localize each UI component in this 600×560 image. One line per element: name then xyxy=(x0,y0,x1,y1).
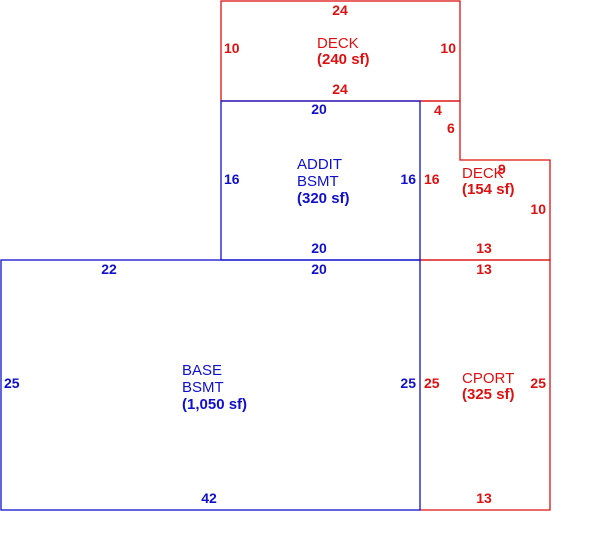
base-dim-left: 25 xyxy=(4,375,20,391)
cport-dim-right: 25 xyxy=(530,375,546,391)
deck-right-area: (154 sf) xyxy=(462,181,515,198)
deck-top-dim-right: 10 xyxy=(440,40,456,56)
addit-label-line1: ADDIT xyxy=(297,156,342,173)
deck-right-dim-step-top: 4 xyxy=(434,102,442,118)
base-dim-bottom: 42 xyxy=(201,490,217,506)
addit-dim-top: 20 xyxy=(311,101,327,117)
cport-area: (325 sf) xyxy=(462,386,515,403)
deck-top-dim-left: 10 xyxy=(224,40,240,56)
base-dim-top-mid: 20 xyxy=(311,261,327,277)
deck-right-dim-top: 9 xyxy=(498,161,506,177)
deck-right-dim-step-side: 6 xyxy=(447,120,455,136)
addit-dim-bottom: 20 xyxy=(311,240,327,256)
deck-right-dim-right: 10 xyxy=(530,201,546,217)
deck-top-dim-bottom: 24 xyxy=(332,81,348,97)
deck-top-dim-top: 24 xyxy=(332,2,348,18)
deck-right-dim-left: 16 xyxy=(424,171,440,187)
deck-right-dim-bottom: 13 xyxy=(476,240,492,256)
cport-dim-left: 25 xyxy=(424,375,440,391)
base-dim-right: 25 xyxy=(400,375,416,391)
base-dim-top-left: 22 xyxy=(101,261,117,277)
cport-dim-top: 13 xyxy=(476,261,492,277)
deck-right-label: DECK xyxy=(462,165,504,182)
addit-dim-right: 16 xyxy=(400,171,416,187)
deck-top-area: (240 sf) xyxy=(317,51,370,68)
base-bsmt-outline xyxy=(0,259,421,511)
cport-outline xyxy=(420,259,551,511)
base-area: (1,050 sf) xyxy=(182,396,247,413)
base-label-line1: BASE xyxy=(182,362,222,379)
cport-dim-bottom: 13 xyxy=(476,490,492,506)
cport-label: CPORT xyxy=(462,370,514,387)
addit-dim-left: 16 xyxy=(224,171,240,187)
addit-label-line2: BSMT xyxy=(297,173,339,190)
addit-area: (320 sf) xyxy=(297,190,350,207)
base-label-line2: BSMT xyxy=(182,379,224,396)
deck-top-label: DECK xyxy=(317,35,359,52)
